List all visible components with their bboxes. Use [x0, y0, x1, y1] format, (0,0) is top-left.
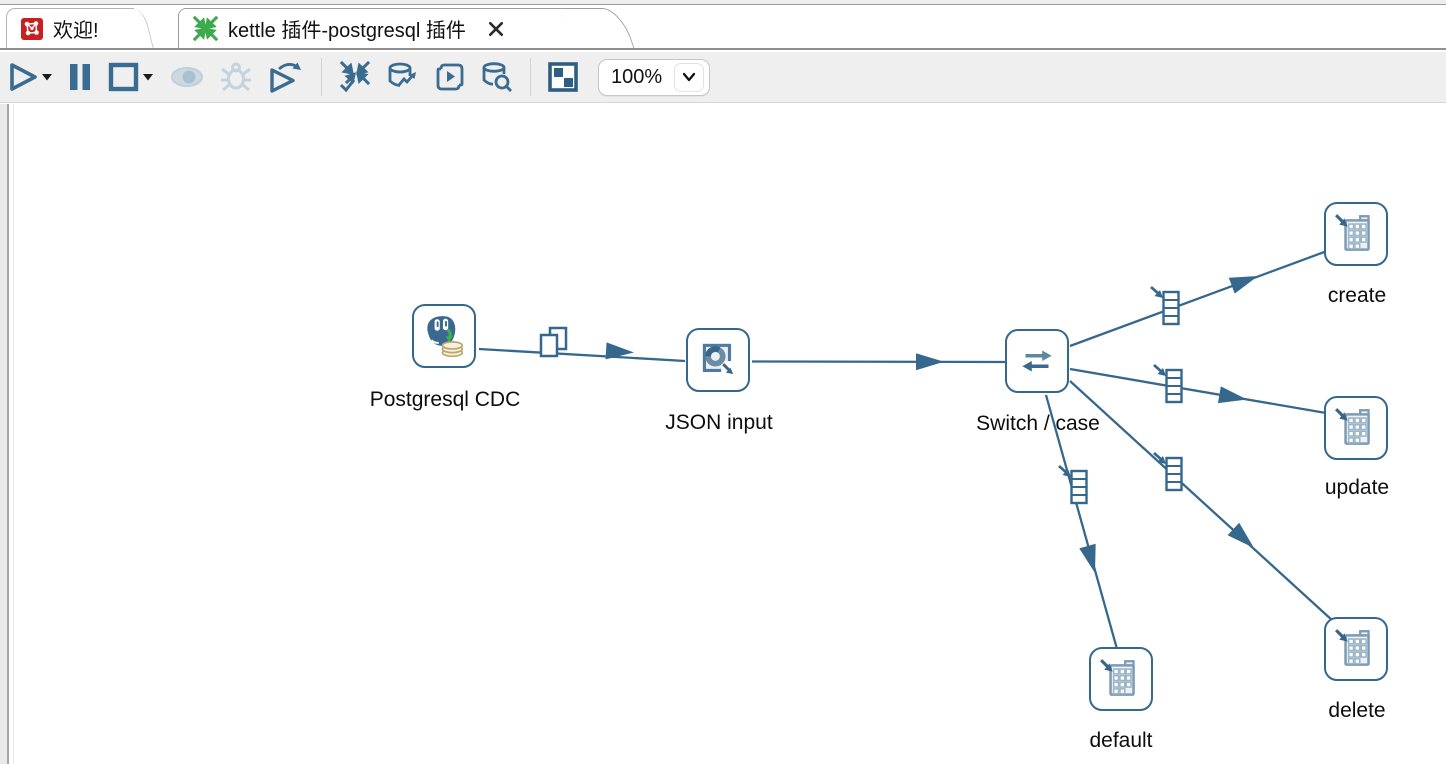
- hop-switch-to-default[interactable]: [1044, 394, 1119, 650]
- perspective-checker-icon: [548, 62, 578, 92]
- bug-icon: [221, 62, 251, 92]
- verify-transformation-button[interactable]: [333, 54, 377, 100]
- dropdown-caret-icon: [42, 74, 52, 81]
- database-arrow-icon: [388, 62, 416, 87]
- eye-icon: [171, 67, 203, 87]
- step-postgresql-cdc[interactable]: [412, 304, 476, 368]
- step-json-input[interactable]: [686, 328, 750, 392]
- preview-button[interactable]: [164, 54, 210, 100]
- table-output-icon: [1335, 629, 1370, 666]
- step-label-delete: delete: [1328, 699, 1386, 722]
- show-results-button[interactable]: [542, 54, 584, 100]
- transformation-canvas[interactable]: [0, 104, 1446, 764]
- step-label-switch-case: Switch / case: [976, 412, 1100, 435]
- step-switch-case[interactable]: [1005, 329, 1069, 393]
- editor-tabbar: 欢迎! kettle 插件-postgresql 插件: [0, 6, 1446, 50]
- generate-sql-button[interactable]: [429, 54, 471, 100]
- hop-json-to-switch[interactable]: [751, 360, 1006, 364]
- tab-transformation[interactable]: kettle 插件-postgresql 插件: [178, 8, 580, 48]
- postgresql-cdc-icon: [427, 316, 464, 358]
- chevron-down-icon[interactable]: [674, 62, 704, 92]
- stop-button[interactable]: [102, 54, 160, 100]
- transformation-icon: [193, 16, 218, 41]
- explore-database-button[interactable]: [475, 54, 519, 100]
- hop-switch-to-delete[interactable]: [1069, 380, 1334, 622]
- step-label-update: update: [1324, 476, 1390, 499]
- zoom-combo[interactable]: 100%: [598, 58, 710, 96]
- step-label-default: default: [1089, 729, 1153, 752]
- impact-analysis-button[interactable]: [381, 54, 425, 100]
- target-step-icons[interactable]: [1058, 285, 1183, 505]
- hop-switch-to-update[interactable]: [1069, 367, 1327, 415]
- debug-button[interactable]: [214, 54, 258, 100]
- canvas-left-border: [13, 104, 14, 764]
- step-label-create: create: [1327, 284, 1387, 307]
- hop-cdc-to-json[interactable]: [478, 347, 686, 363]
- table-output-icon: [1100, 659, 1135, 696]
- run-button[interactable]: [2, 54, 58, 100]
- step-create[interactable]: [1324, 202, 1388, 266]
- tab-welcome[interactable]: 欢迎!: [6, 8, 134, 48]
- pause-button[interactable]: [62, 54, 98, 100]
- step-label-postgresql-cdc: Postgresql CDC: [369, 388, 521, 411]
- switch-case-icon: [1022, 350, 1052, 372]
- tab-welcome-label: 欢迎!: [53, 20, 99, 42]
- hop-arrowheads: [605, 276, 1258, 573]
- dropdown-caret-icon: [143, 74, 153, 81]
- zoom-value: 100%: [611, 65, 663, 88]
- close-icon[interactable]: [488, 21, 504, 37]
- window-top-strip: [0, 0, 1446, 5]
- database-search-icon: [482, 62, 512, 92]
- sql-scroll-icon: [436, 63, 464, 91]
- hops-layer: [478, 249, 1334, 650]
- kettle-logo-icon: [21, 17, 43, 40]
- left-sash[interactable]: [0, 104, 9, 764]
- hop-switch-to-create[interactable]: [1069, 249, 1328, 348]
- table-output-icon: [1335, 214, 1370, 251]
- tab-transformation-label: kettle 插件-postgresql 插件: [228, 20, 466, 42]
- step-update[interactable]: [1324, 396, 1388, 460]
- table-output-icon: [1335, 408, 1370, 445]
- replay-button[interactable]: [262, 54, 310, 100]
- toolbar-separator: [321, 58, 322, 96]
- step-delete[interactable]: [1324, 617, 1388, 681]
- transformation-toolbar: 100%: [0, 52, 1446, 103]
- copy-rows-icon[interactable]: [539, 326, 568, 358]
- step-label-json-input: JSON input: [665, 411, 773, 434]
- json-input-icon: [702, 343, 736, 376]
- toolbar-separator: [530, 58, 531, 96]
- step-default[interactable]: [1089, 647, 1153, 711]
